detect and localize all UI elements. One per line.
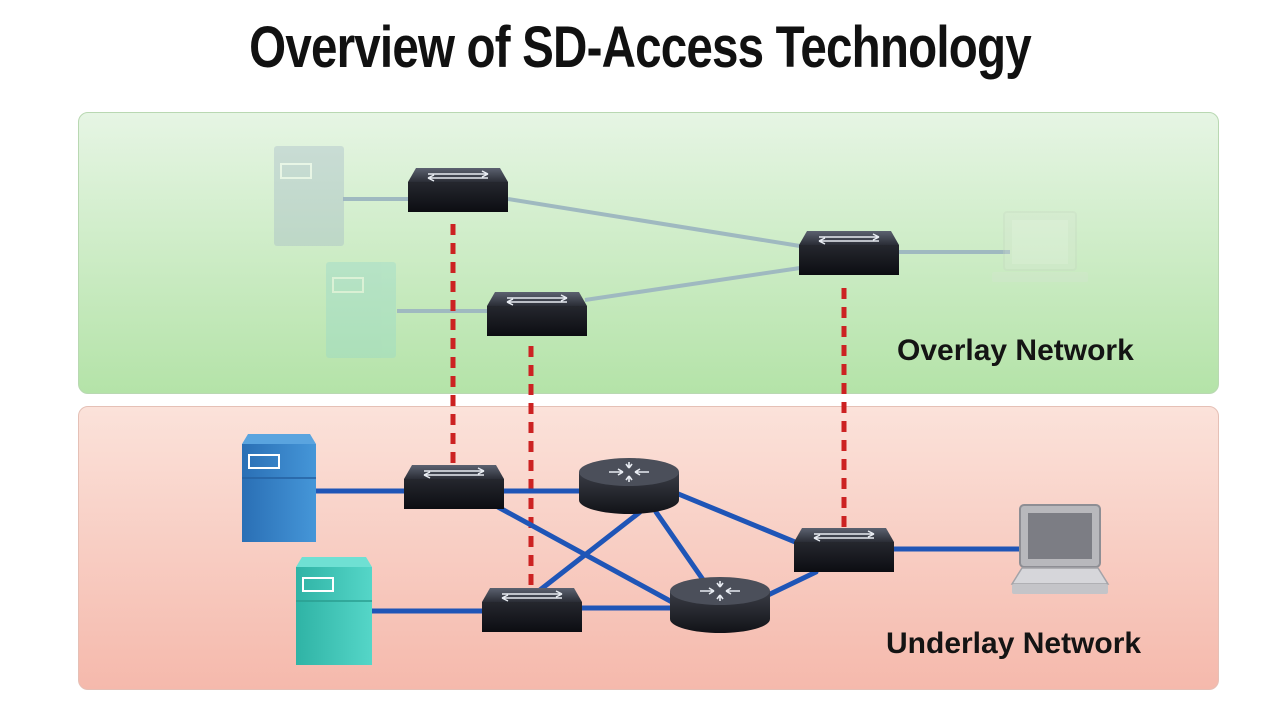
underlay-network-label: Underlay Network: [886, 627, 1142, 660]
underlay-links: [313, 488, 1023, 614]
underlay-server-icon-1: [242, 434, 316, 542]
underlay-switch-icon-2: [482, 588, 582, 632]
overlay-switch-icon-2: [487, 292, 587, 336]
underlay-server-icon-2: [296, 557, 372, 665]
overlay-links: [343, 197, 1010, 313]
underlay-router-icon-2: [670, 577, 770, 633]
overlay-server-icon-1: [274, 146, 344, 246]
overlay-laptop-icon: [992, 211, 1088, 282]
overlay-network-panel: [78, 112, 1219, 394]
overlay-switch-icon-1: [408, 168, 508, 212]
overlay-switch-icon-3: [799, 231, 899, 275]
underlay-switch-icon-3: [794, 528, 894, 572]
overlay-underlay-mapping-lines: [450, 224, 847, 586]
overlay-network-label: Overlay Network: [897, 334, 1134, 367]
underlay-switch-icon-1: [404, 465, 504, 509]
underlay-router-icon-1: [579, 458, 679, 514]
page-title: Overview of SD-Access Technology: [249, 15, 1031, 80]
underlay-laptop-icon: [1010, 504, 1110, 594]
overlay-server-icon-2: [326, 262, 396, 358]
